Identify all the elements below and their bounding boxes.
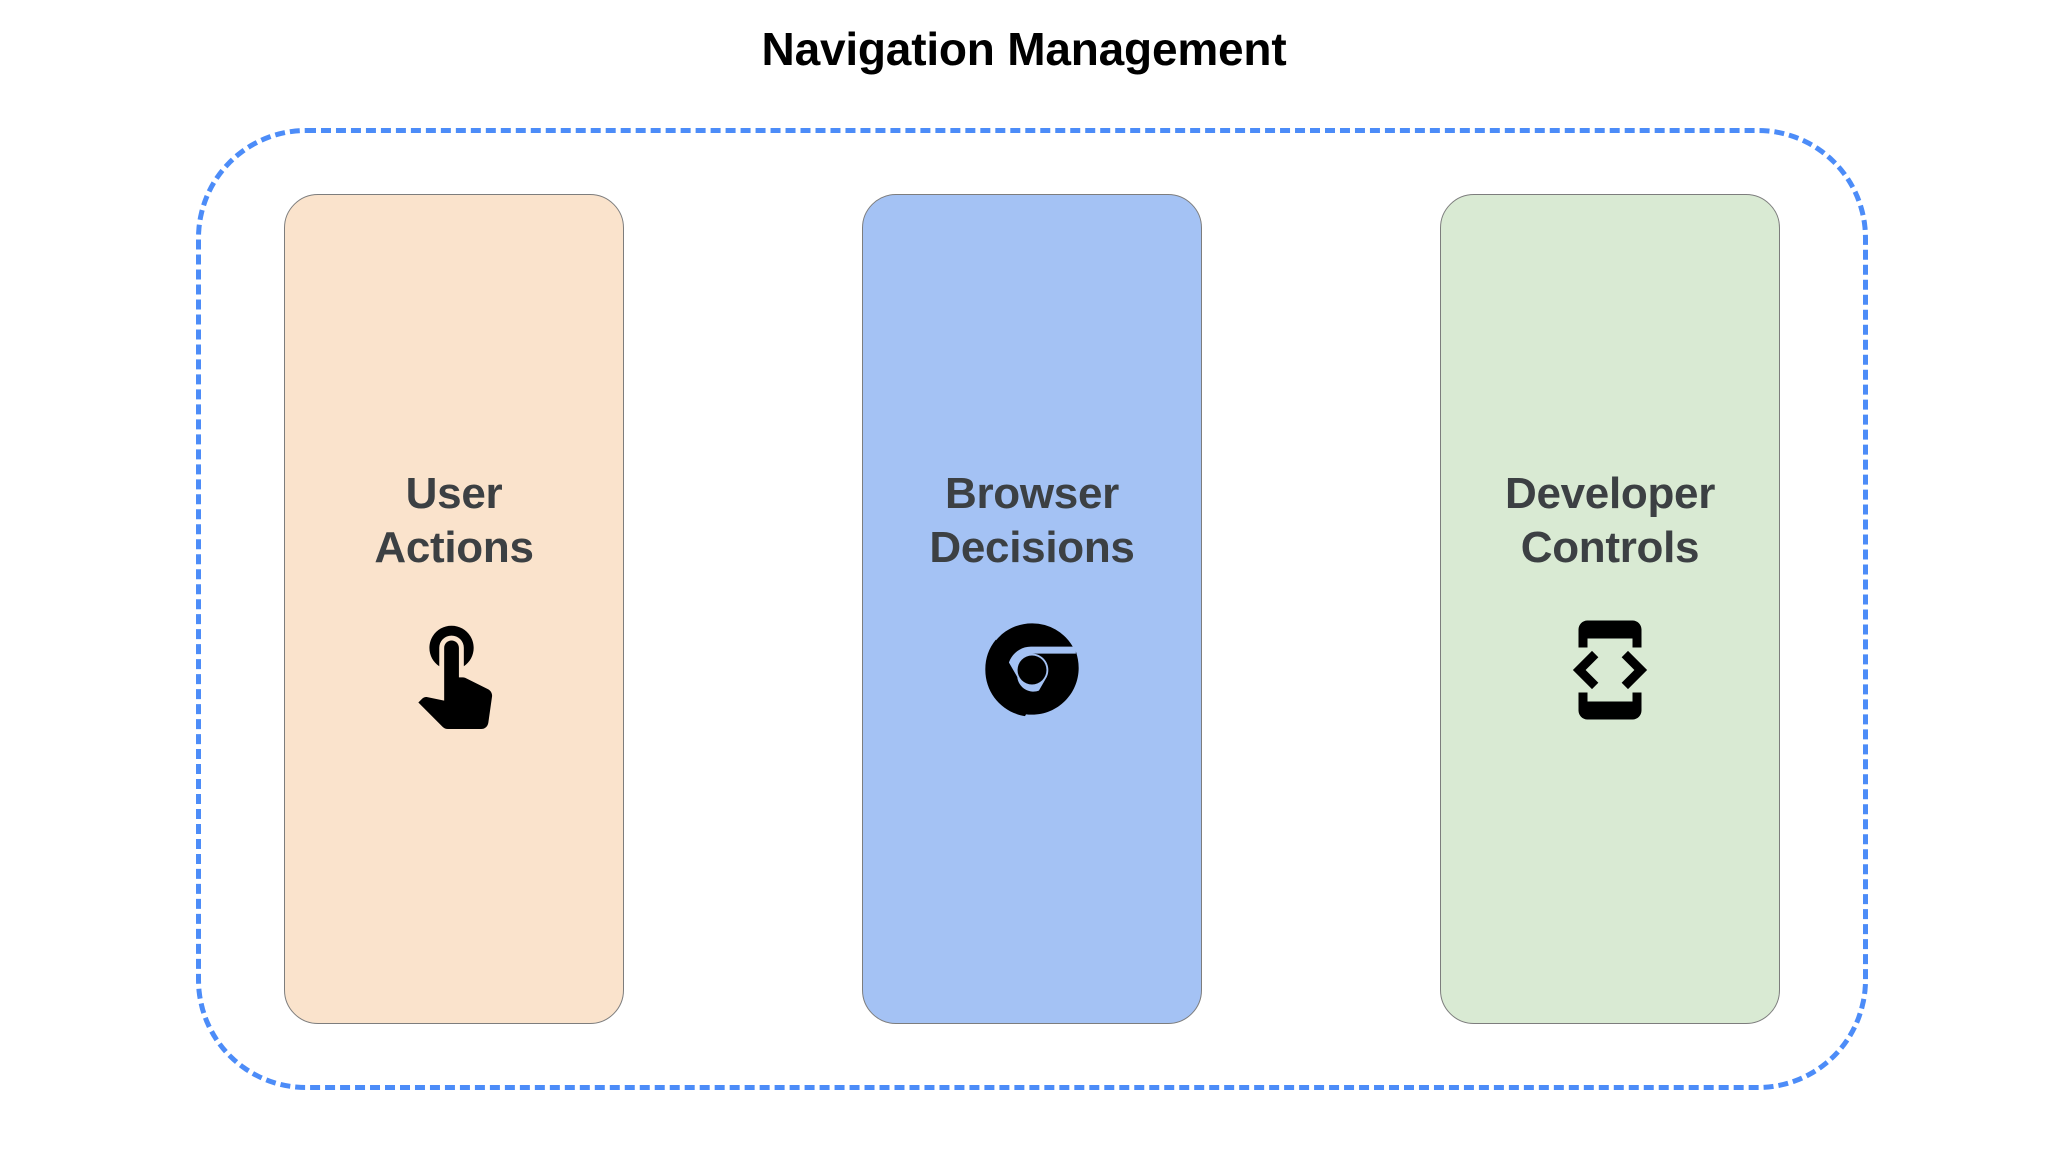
card-user-actions[interactable]: User Actions xyxy=(284,194,624,1024)
card-row: User Actions Browser Decisions xyxy=(196,128,1868,1090)
page-title: Navigation Management xyxy=(761,23,1287,75)
chrome-logo-icon xyxy=(973,611,1091,729)
card-browser-decisions[interactable]: Browser Decisions xyxy=(862,194,1202,1024)
navigation-management-group-boundary xyxy=(196,128,1868,1090)
card-content: Developer Controls xyxy=(1505,467,1715,728)
card-label-browser-decisions: Browser Decisions xyxy=(929,469,1135,572)
card-label-user-actions: User Actions xyxy=(374,469,534,572)
developer-mode-icon xyxy=(1551,611,1669,729)
card-content: Browser Decisions xyxy=(929,467,1135,729)
card-content: User Actions xyxy=(374,467,534,729)
card-developer-controls[interactable]: Developer Controls xyxy=(1440,194,1780,1024)
touch-app-icon xyxy=(395,611,513,729)
card-label-developer-controls: Developer Controls xyxy=(1504,469,1716,572)
